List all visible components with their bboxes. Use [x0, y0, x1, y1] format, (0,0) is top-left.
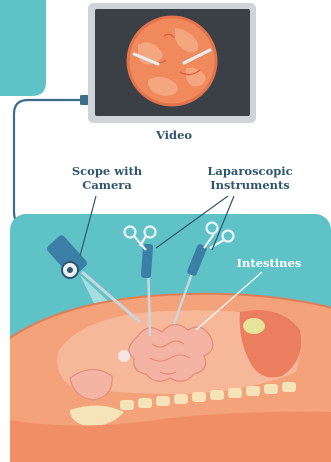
scope-label-line1: Scope with	[62, 164, 152, 178]
video-label: Video	[140, 128, 208, 142]
intestines-label: Intestines	[228, 256, 310, 270]
instruments-label-line2: Instruments	[196, 178, 304, 192]
scope-label-line2: Camera	[62, 178, 152, 192]
instruments-label-line1: Laparoscopic	[196, 164, 304, 178]
scope-label: Scope with Camera	[62, 164, 152, 192]
corner-panel	[0, 0, 46, 96]
gallbladder	[243, 318, 265, 334]
video-monitor	[88, 3, 256, 123]
instruments-label: Laparoscopic Instruments	[196, 164, 304, 192]
patient-body	[10, 294, 331, 462]
